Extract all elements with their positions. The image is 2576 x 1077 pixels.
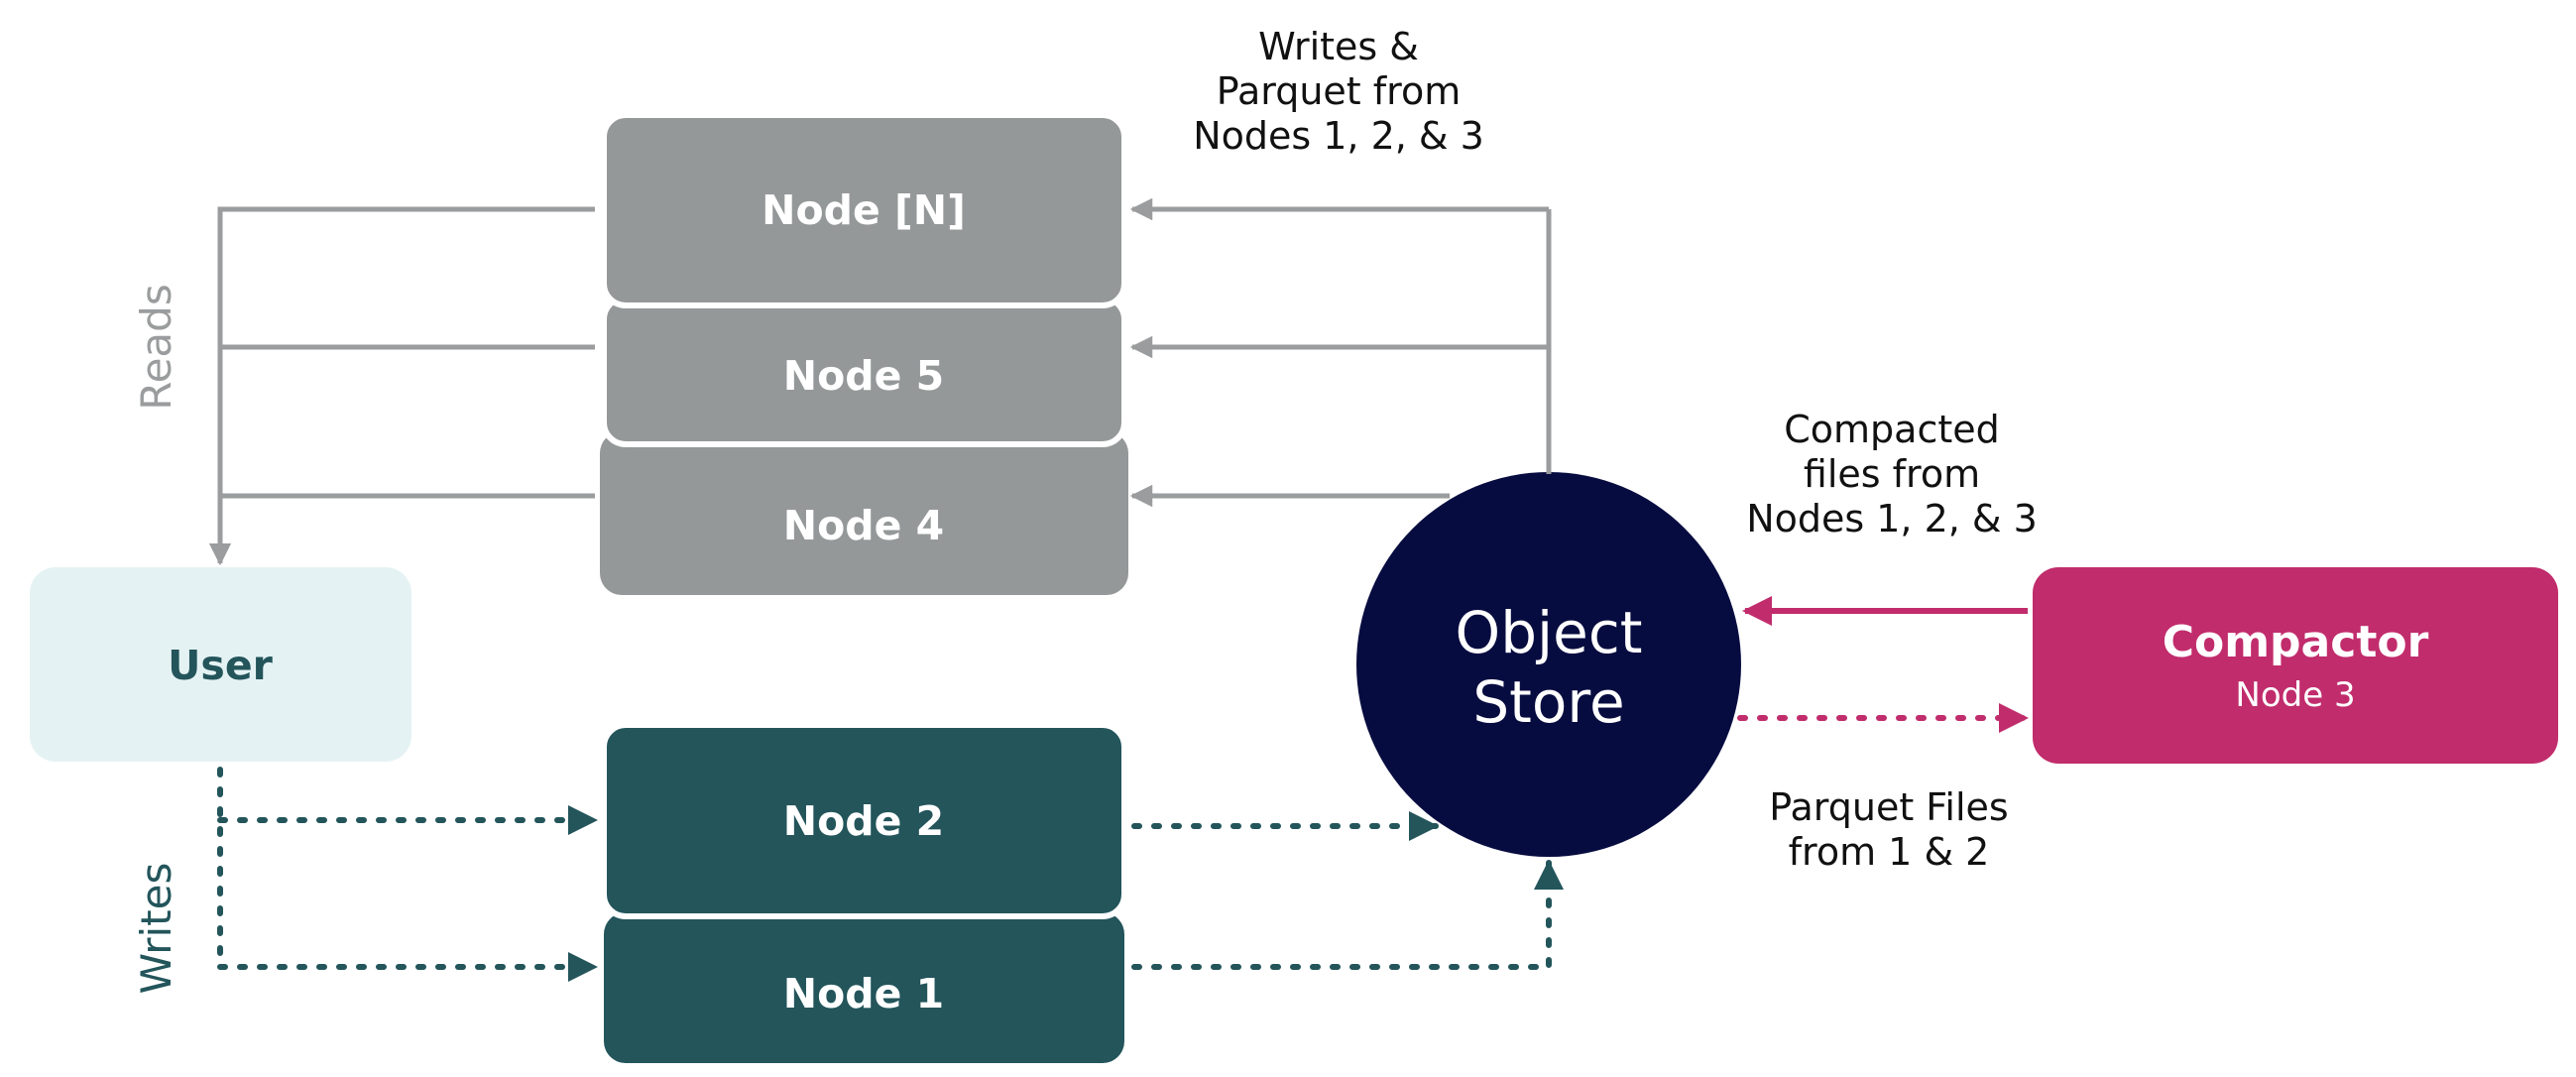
- read-node-stack: Node [N] Node 5 Node 4: [600, 112, 1128, 595]
- compactor-title: Compactor: [2163, 617, 2429, 667]
- read-connectors: [208, 206, 595, 566]
- object-store-group: Object Store: [1356, 472, 1741, 857]
- node-n-box[interactable]: [601, 112, 1127, 308]
- reads-side-label: Reads: [132, 284, 180, 410]
- compactor-group: Compactor Node 3: [2033, 567, 2558, 764]
- node-1-label: Node 1: [783, 970, 944, 1017]
- compacted-files-annotation: Compacted files from Nodes 1, 2, & 3: [1746, 408, 2038, 540]
- node-4-box[interactable]: [600, 431, 1128, 595]
- compaction-connectors: [1737, 596, 2029, 733]
- object-store-circle[interactable]: [1356, 472, 1741, 857]
- read-line-node-n: [208, 206, 595, 566]
- compactor-box[interactable]: [2033, 567, 2558, 764]
- compacted-files-line-3: Nodes 1, 2, & 3: [1746, 497, 2038, 540]
- node-n-label: Node [N]: [761, 186, 966, 234]
- writes-parquet-line-1: Writes &: [1258, 25, 1419, 68]
- node-2-label: Node 2: [783, 797, 944, 845]
- parquet-files-annotation: Parquet Files from 1 & 2: [1769, 785, 2008, 874]
- writes-parquet-line-2: Parquet from: [1217, 69, 1461, 113]
- compacted-files-line-2: files from: [1804, 452, 1980, 496]
- parquet-files-line-1: Parquet Files: [1769, 785, 2008, 829]
- object-store-label-line2: Store: [1472, 668, 1624, 736]
- user-label: User: [168, 642, 274, 689]
- write-node-stack: Node 2 Node 1: [601, 722, 1127, 1063]
- writes-side-label: Writes: [132, 863, 180, 995]
- user-box-group: User: [30, 567, 411, 762]
- compacted-files-line-1: Compacted: [1784, 408, 2000, 451]
- writes-parquet-annotation: Writes & Parquet from Nodes 1, 2, & 3: [1193, 25, 1484, 158]
- node-2-box[interactable]: [601, 722, 1127, 919]
- node-5-label: Node 5: [783, 352, 944, 400]
- node-1-box[interactable]: [604, 912, 1124, 1063]
- writes-parquet-line-3: Nodes 1, 2, & 3: [1193, 114, 1484, 158]
- compactor-subtitle: Node 3: [2235, 675, 2355, 715]
- parquet-files-line-2: from 1 & 2: [1789, 830, 1990, 874]
- parquet-distribution-connectors: [1129, 197, 1552, 508]
- write-connectors: [217, 767, 1564, 982]
- node-4-label: Node 4: [783, 502, 944, 549]
- node-1-to-store-line: [1131, 860, 1564, 970]
- object-store-label-line1: Object: [1456, 599, 1643, 666]
- user-box[interactable]: [30, 567, 411, 762]
